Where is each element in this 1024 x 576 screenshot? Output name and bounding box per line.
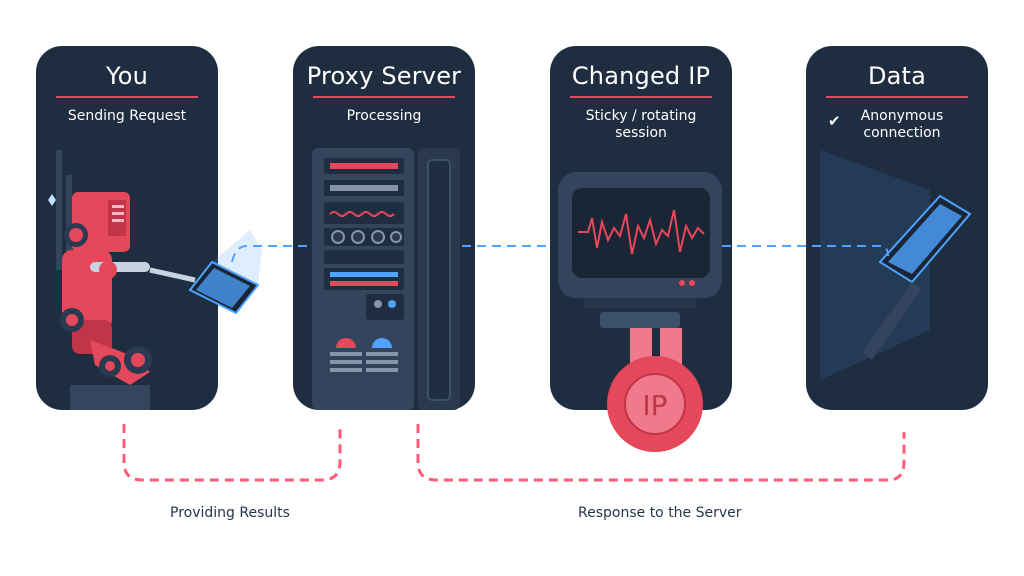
ip-badge-label: IP [642, 389, 667, 422]
title-underline [313, 96, 455, 98]
robot-icon [48, 150, 262, 410]
server-rack-icon [312, 148, 460, 410]
label-providing-results: Providing Results [170, 505, 290, 521]
card-subtitle-changed-ip: Sticky / rotating session [585, 108, 697, 141]
return-path-red [122, 424, 906, 482]
title-underline [826, 96, 968, 98]
laptop-icon [820, 150, 972, 380]
card-subtitle-data: Anonymous connection [846, 108, 958, 142]
card-title-proxy: Proxy Server [306, 62, 462, 90]
ip-badge-icon: IP [607, 328, 703, 452]
card-subtitle-data-text: Anonymous connection [860, 108, 944, 141]
request-link-blue [231, 244, 889, 263]
monitor-icon [558, 172, 722, 328]
card-title-changed-ip: Changed IP [571, 62, 711, 90]
card-subtitle-proxy: Processing [346, 108, 422, 124]
title-underline [56, 96, 198, 98]
card-title-you: You [106, 62, 148, 90]
check-icon: ✔ [828, 112, 841, 130]
card-subtitle-you: Sending Request [67, 108, 187, 124]
label-response-to-server: Response to the Server [578, 505, 742, 521]
title-underline [570, 96, 712, 98]
card-title-data: Data [867, 62, 927, 90]
